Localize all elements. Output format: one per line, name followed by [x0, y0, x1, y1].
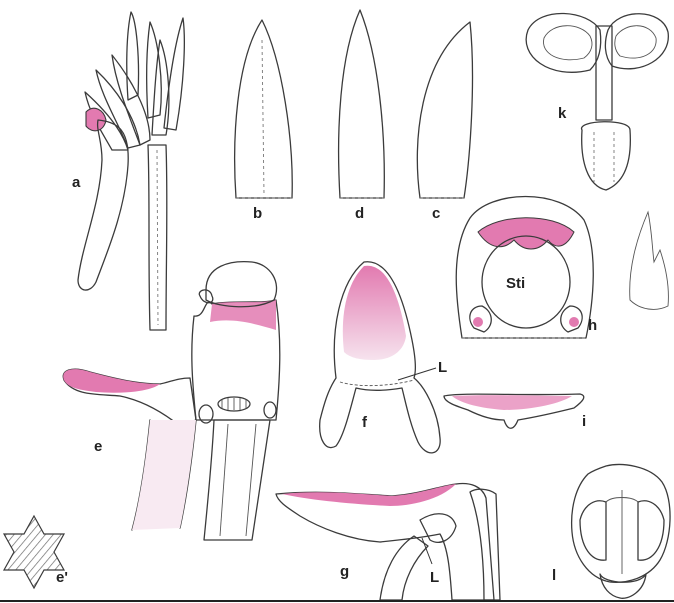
figure-c-petal — [417, 22, 472, 198]
label-h: h — [588, 317, 597, 334]
label-f: f — [362, 414, 368, 431]
label-g: g — [340, 563, 349, 580]
label-k: k — [558, 105, 567, 122]
figure-l-anther — [572, 465, 670, 599]
label-a: a — [72, 174, 81, 191]
figure-f-lip — [320, 262, 440, 453]
label-sti: Sti — [506, 275, 525, 292]
figure-e-prime-section — [4, 516, 64, 588]
label-e: e — [94, 438, 102, 455]
figure-g-section — [276, 484, 500, 600]
label-L-f: L — [438, 359, 447, 376]
figure-d-petal — [339, 10, 385, 198]
figure-e-column — [63, 262, 280, 540]
figure-a-flower — [78, 12, 184, 330]
figure-b-petal — [235, 20, 293, 198]
label-i: i — [582, 413, 586, 430]
label-e-prime: e' — [56, 569, 68, 586]
figure-h-column — [456, 197, 593, 339]
figure-i-section — [444, 394, 584, 428]
figure-small-sketch — [630, 212, 669, 309]
figure-k-pollinarium — [526, 13, 668, 190]
label-d: d — [355, 205, 364, 222]
label-L-g: L — [430, 569, 439, 586]
label-l: l — [552, 567, 556, 584]
label-b: b — [253, 205, 262, 222]
label-c: c — [432, 205, 440, 222]
